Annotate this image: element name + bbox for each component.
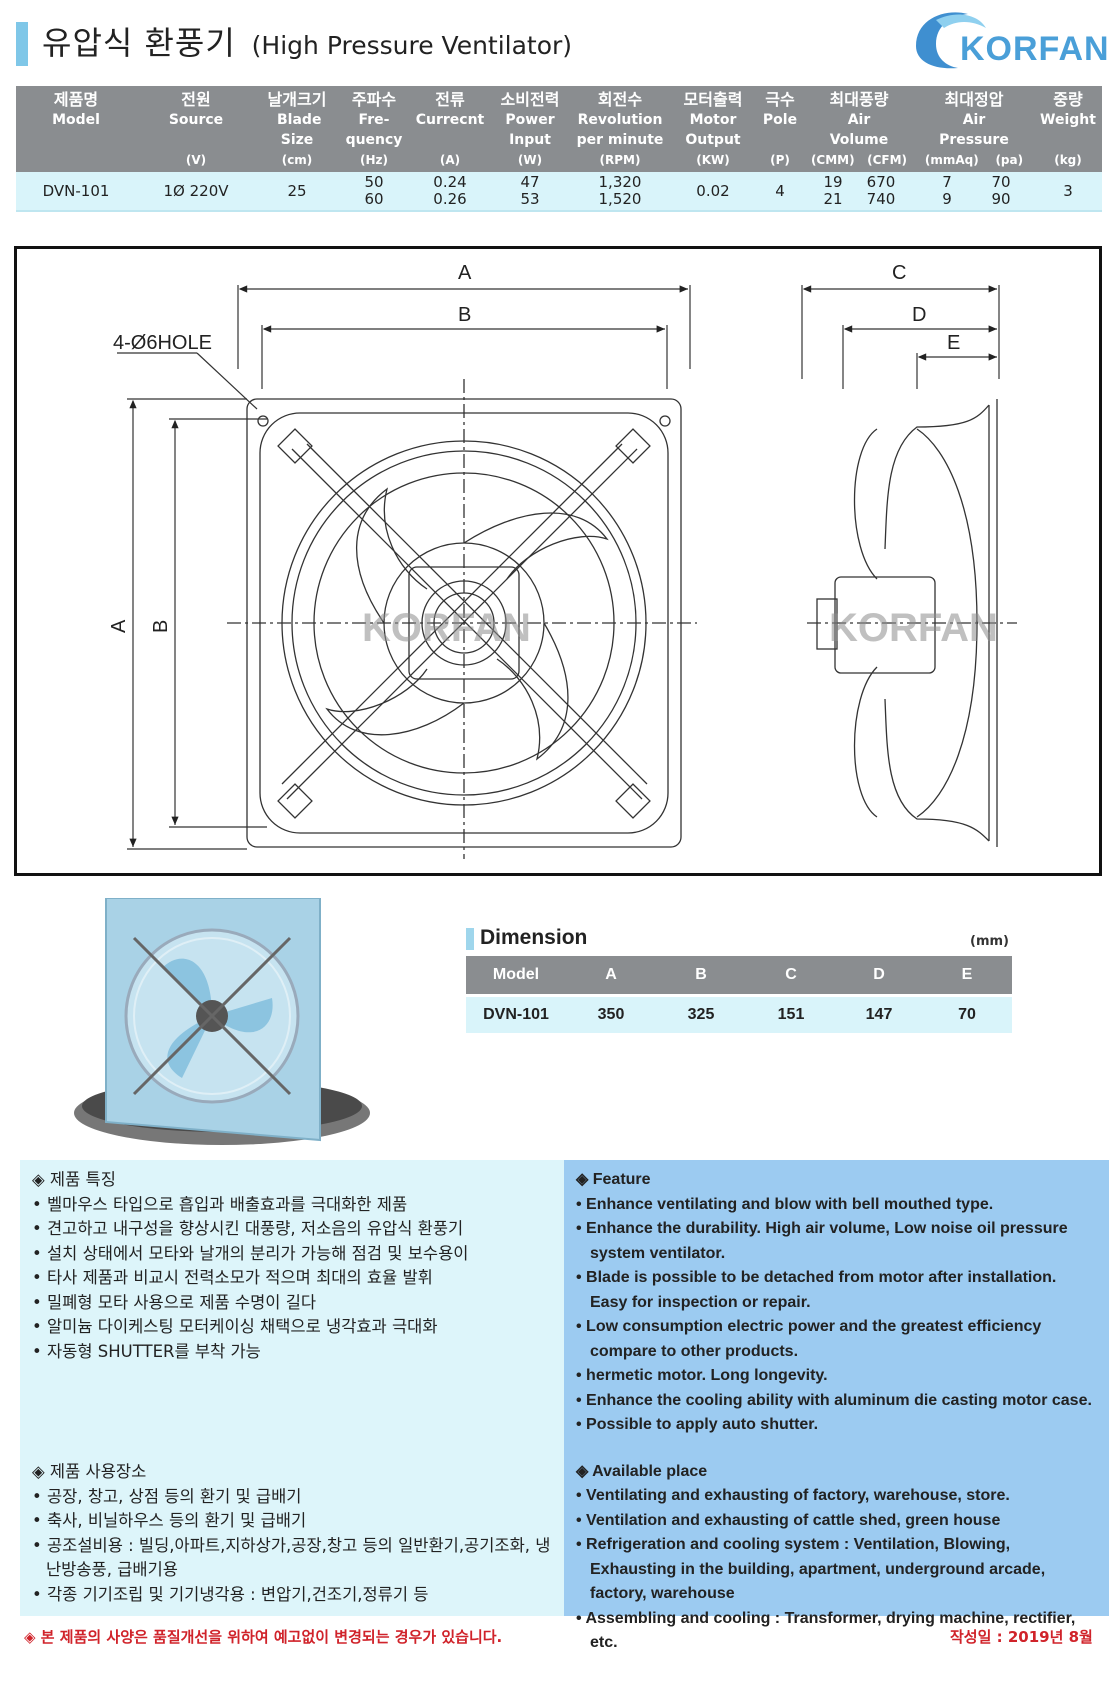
features-en-item: • Blade is possible to be detached from … bbox=[576, 1269, 1057, 1311]
dim-header-model: Model bbox=[466, 956, 566, 996]
features-en-item: • Enhance the cooling ability with alumi… bbox=[576, 1391, 1092, 1409]
features-en-item: • Possible to apply auto shutter. bbox=[576, 1416, 819, 1433]
features-kr-item: • 알미늄 다이케스팅 모터케이싱 채택으로 냉각효과 극대화 bbox=[32, 1317, 438, 1336]
features-kr-item: • 견고하고 내구성을 향상시킨 대풍량, 저소음의 유압식 환풍기 bbox=[32, 1219, 464, 1238]
dim-cell-d: 147 bbox=[836, 994, 922, 1033]
dimension-unit: (mm) bbox=[970, 934, 1009, 949]
drawing-svg: A B 4-Ø6HOLE C D E A B bbox=[108, 262, 1017, 859]
dim-header-a: A bbox=[566, 956, 656, 996]
places-en-item: • Assembling and cooling : Transformer, … bbox=[576, 1609, 1076, 1652]
features-en-heading: ◈ Feature bbox=[576, 1171, 651, 1188]
cell-weight: 3 bbox=[1034, 172, 1102, 212]
product-photo bbox=[74, 898, 370, 1145]
korean-info-panel: ◈ 제품 특징 • 벨마우스 타입으로 흡입과 배출효과를 극대화한 제품 • … bbox=[20, 1160, 564, 1616]
features-en-item: • Low consumption electric power and the… bbox=[576, 1318, 1042, 1360]
features-kr-item: • 자동형 SHUTTER를 부착 가능 bbox=[32, 1341, 261, 1361]
dim-cell-a: 350 bbox=[566, 994, 656, 1033]
side-view bbox=[807, 399, 1017, 847]
places-kr-item: • 각종 기기조립 및 기기냉각용 : 변압기,건조기,정류기 등 bbox=[32, 1584, 429, 1604]
label-c: C bbox=[892, 262, 906, 284]
label-b-top: B bbox=[458, 304, 471, 326]
title-english: (High Pressure Ventilator) bbox=[251, 31, 573, 60]
label-b-side: B bbox=[150, 620, 172, 633]
places-en-heading: ◈ Available place bbox=[576, 1462, 708, 1480]
title-accent-bar bbox=[16, 22, 28, 66]
places-kr-heading: ◈ 제품 사용장소 bbox=[32, 1462, 147, 1481]
dim-cell-c: 151 bbox=[746, 994, 836, 1033]
dim-cell-model: DVN-101 bbox=[466, 994, 566, 1033]
dimension-title: Dimension bbox=[480, 926, 588, 949]
label-e: E bbox=[947, 332, 960, 354]
label-d: D bbox=[912, 304, 926, 326]
places-kr-item: • 축사, 비닐하우스 등의 환기 및 급배기 bbox=[32, 1511, 307, 1530]
cell-blade: 25 bbox=[256, 172, 338, 212]
features-kr-item: • 벨마우스 타입으로 흡입과 배출효과를 극대화한 제품 bbox=[32, 1194, 408, 1214]
features-en-item: • Enhance ventilating and blow with bell… bbox=[576, 1195, 994, 1213]
features-kr-item: • 설치 상태에서 모타와 날개의 분리가 가능해 점검 및 보수용이 bbox=[32, 1243, 469, 1263]
label-hole: 4-Ø6HOLE bbox=[113, 332, 212, 354]
english-info-panel: ◈ Feature • Enhance ventilating and blow… bbox=[564, 1160, 1109, 1651]
technical-drawing: A B 4-Ø6HOLE C D E A B bbox=[14, 246, 1102, 876]
label-a-side: A bbox=[108, 619, 130, 633]
features-en-item: • hermetic motor. Long longevity. bbox=[576, 1367, 828, 1384]
dim-header-e: E bbox=[922, 956, 1012, 996]
features-kr-item: • 밀폐형 모타 사용으로 제품 수명이 길다 bbox=[32, 1292, 317, 1312]
cell-pole: 4 bbox=[756, 172, 804, 212]
cell-model: DVN-101 bbox=[16, 172, 136, 212]
places-en-item: • Refrigeration and cooling system : Ven… bbox=[576, 1536, 1046, 1602]
features-en-item: • Enhance the durability. High air volum… bbox=[576, 1220, 1068, 1262]
features-kr-heading: ◈ 제품 특징 bbox=[32, 1170, 116, 1189]
page-title: 유압식 환풍기 (High Pressure Ventilator) bbox=[42, 18, 572, 64]
places-en-item: • Ventilation and exhausting of cattle s… bbox=[576, 1511, 1001, 1529]
dim-header-b: B bbox=[656, 956, 746, 996]
cell-motor: 0.02 bbox=[670, 172, 756, 212]
footer-notice: ◈ 본 제품의 사양은 품질개선을 위하여 예고없이 변경되는 경우가 있습니다… bbox=[24, 1628, 503, 1646]
dim-cell-b: 325 bbox=[656, 994, 746, 1033]
dim-header-c: C bbox=[746, 956, 836, 996]
label-a-top: A bbox=[458, 262, 472, 284]
dimension-header-row: Model A B C D E bbox=[466, 956, 1012, 996]
title-korean: 유압식 환풍기 bbox=[42, 24, 236, 62]
watermark-front: KORFAN bbox=[362, 606, 531, 650]
watermark-side: KORFAN bbox=[829, 606, 998, 650]
cell-source: 1Ø 220V bbox=[136, 172, 256, 212]
places-en-item: • Ventilating and exhausting of factory,… bbox=[576, 1487, 1010, 1504]
dimension-accent-bar bbox=[466, 928, 474, 950]
places-kr-item: • 공조설비용 : 빌딩,아파트,지하상가,공장,창고 등의 일반환기,공기조화… bbox=[32, 1535, 551, 1580]
dim-cell-e: 70 bbox=[922, 994, 1012, 1033]
korfan-logo bbox=[916, 12, 986, 69]
places-kr-item: • 공장, 창고, 상점 등의 환기 및 급배기 bbox=[32, 1486, 302, 1506]
dimension-table: Model A B C D E DVN-101 350 325 151 147 … bbox=[466, 956, 1012, 1033]
features-kr-item: • 타사 제품과 비교시 전력소모가 적으며 최대의 효율 발휘 bbox=[32, 1268, 433, 1287]
brand-name: KORFAN bbox=[960, 30, 1110, 68]
footer-date: 작성일 : 2019년 8월 bbox=[950, 1628, 1093, 1646]
front-view bbox=[227, 379, 697, 859]
dimension-data-row: DVN-101 350 325 151 147 70 bbox=[466, 994, 1012, 1033]
dim-header-d: D bbox=[836, 956, 922, 996]
